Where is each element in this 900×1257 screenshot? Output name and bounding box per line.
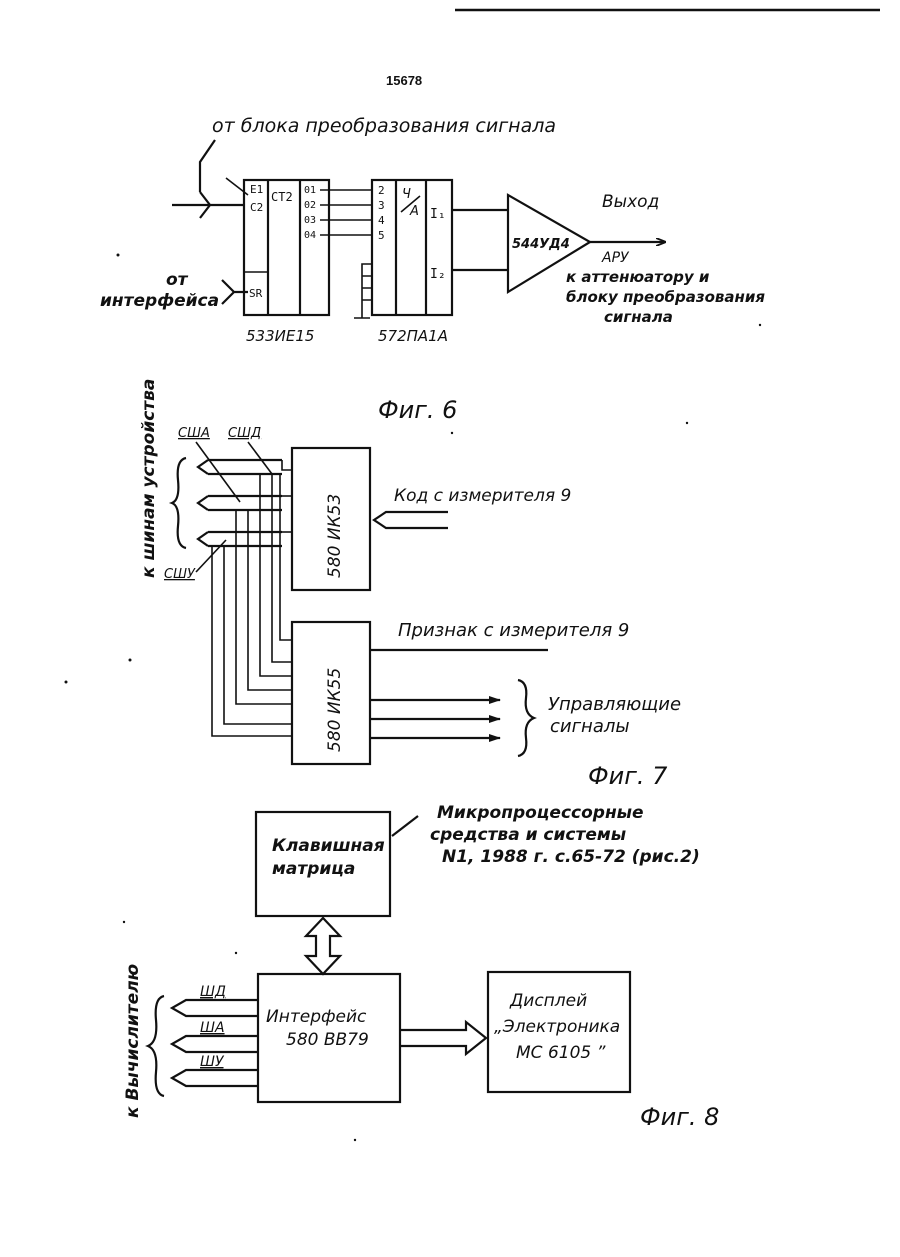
fig7-control-label-1: Управляющие: [548, 694, 681, 715]
dac-out-i2: I₂: [430, 267, 446, 282]
fig7-bus-label-sha: США: [178, 426, 210, 441]
counter-pin-c2: C2: [250, 201, 263, 214]
fig7-control-label-2: сигналы: [550, 716, 630, 737]
dac-title-bottom: A: [409, 204, 419, 219]
dac-pin-3: 3: [378, 199, 385, 212]
fig8-caption: Фиг. 8: [640, 1103, 719, 1131]
fig8-reference-leader: [392, 816, 418, 836]
fig6-attenuator-line-3: сигнала: [604, 308, 673, 326]
fig8-bus-connector-sha: [172, 1036, 258, 1052]
interface-display-arrow: [400, 1022, 486, 1054]
fig7-bus-label-shd: СШД: [228, 426, 261, 441]
fig7-bus-wiring: [212, 460, 292, 736]
fig8-reference-line-3: N1, 1988 г. с.65-72 (рис.2): [442, 847, 700, 867]
fig8-bus-label-shd: ШД: [200, 984, 226, 1000]
fig6-iface-label-1: от: [166, 270, 189, 290]
dac-part-label: 572ПА1А: [378, 327, 448, 345]
chip-580ik53-label: 580 ИК53: [325, 494, 345, 578]
fig7-side-label: к шинам устройства: [139, 379, 159, 578]
keyboard-matrix-line-1: Клавишная: [272, 836, 385, 856]
fig6-attenuator-line-2: блоку преобразования: [566, 288, 765, 306]
fig6-top-label: от блока преобразования сигнала: [212, 115, 556, 137]
chip-580ik55-label: 580 ИК55: [325, 668, 345, 752]
fig8-reference-line-2: средства и системы: [430, 825, 626, 845]
dac-title-top: Ч: [402, 187, 411, 202]
fig7-caption: Фиг. 7: [588, 762, 668, 790]
fig8-diagram: Микропроцессорные средства и системы N1,…: [123, 803, 700, 1118]
fig7-bus-label-shu: СШУ: [164, 567, 196, 582]
counter-out-04: 04: [304, 230, 316, 241]
fig7-bus-connector-shu: [198, 532, 282, 546]
counter-part-label: 533ИЕ15: [246, 327, 314, 345]
keyboard-matrix-line-2: матрица: [272, 859, 355, 879]
fig6-signal-input: [172, 192, 210, 218]
page-number: 15678: [386, 73, 422, 88]
counter-pin-sr: SR: [249, 287, 263, 300]
fig6-attenuator-line-1: к аттенюатору и: [566, 268, 710, 286]
dac-out-i1: I₁: [430, 207, 446, 222]
keyboard-interface-arrow: [306, 918, 340, 974]
counter-title: CT2: [271, 190, 293, 204]
counter-out-02: 02: [304, 200, 316, 211]
fig8-bus-connector-shu: [172, 1070, 258, 1086]
fig6-apu-label: АРУ: [601, 250, 630, 266]
counter-533ie15: E1 C2 SR CT2 01 02 03 04 533ИЕ15: [210, 178, 329, 345]
counter-out-01: 01: [304, 185, 316, 196]
fig6-output-label: Выход: [602, 192, 659, 212]
fig6-diagram: от блока преобразования сигнала от интер…: [100, 115, 765, 345]
amplifier-label: 544УД4: [512, 237, 570, 252]
fig8-reference-line-1: Микропроцессорные: [437, 803, 644, 823]
fig8-bus-connector-shd: [172, 1000, 258, 1016]
display-line-2: „Электроника: [494, 1017, 620, 1037]
fig6-iface-label-2: интерфейса: [100, 291, 219, 311]
interface-line-1: Интерфейс: [266, 1007, 367, 1027]
fig8-bus-brace: [148, 996, 164, 1096]
fig7-bus-brace: [172, 458, 186, 548]
fig8-side-label: к Вычислителю: [123, 964, 143, 1118]
counter-out-03: 03: [304, 215, 316, 226]
fig8-bus-label-shu: ШУ: [200, 1054, 225, 1070]
dac-pin-2: 2: [378, 184, 385, 197]
fig7-flag-label: Признак с измерителя 9: [398, 620, 629, 641]
fig6-caption: Фиг. 6: [378, 396, 457, 424]
fig8-bus-label-sha: ША: [200, 1020, 225, 1036]
interface-line-2: 580 ВВ79: [286, 1030, 369, 1050]
fig7-code-input: [374, 512, 448, 528]
fig6-signal-leader: [200, 140, 215, 192]
counter-dac-bus: [320, 190, 372, 235]
fig7-bus-connector-sha: [198, 496, 282, 510]
counter-pin-e1: E1: [250, 183, 263, 196]
fig7-control-brace: [518, 680, 534, 756]
display-line-3: МС 6105 ”: [516, 1043, 606, 1063]
fig7-diagram: к шинам устройства США СШД СШУ 580 ИК53 …: [139, 379, 681, 764]
dac-pin-4: 4: [378, 214, 385, 227]
fig7-code-label: Код с измерителя 9: [394, 486, 571, 506]
display-line-1: Дисплей: [509, 991, 587, 1011]
dac-pin-5: 5: [378, 229, 385, 242]
